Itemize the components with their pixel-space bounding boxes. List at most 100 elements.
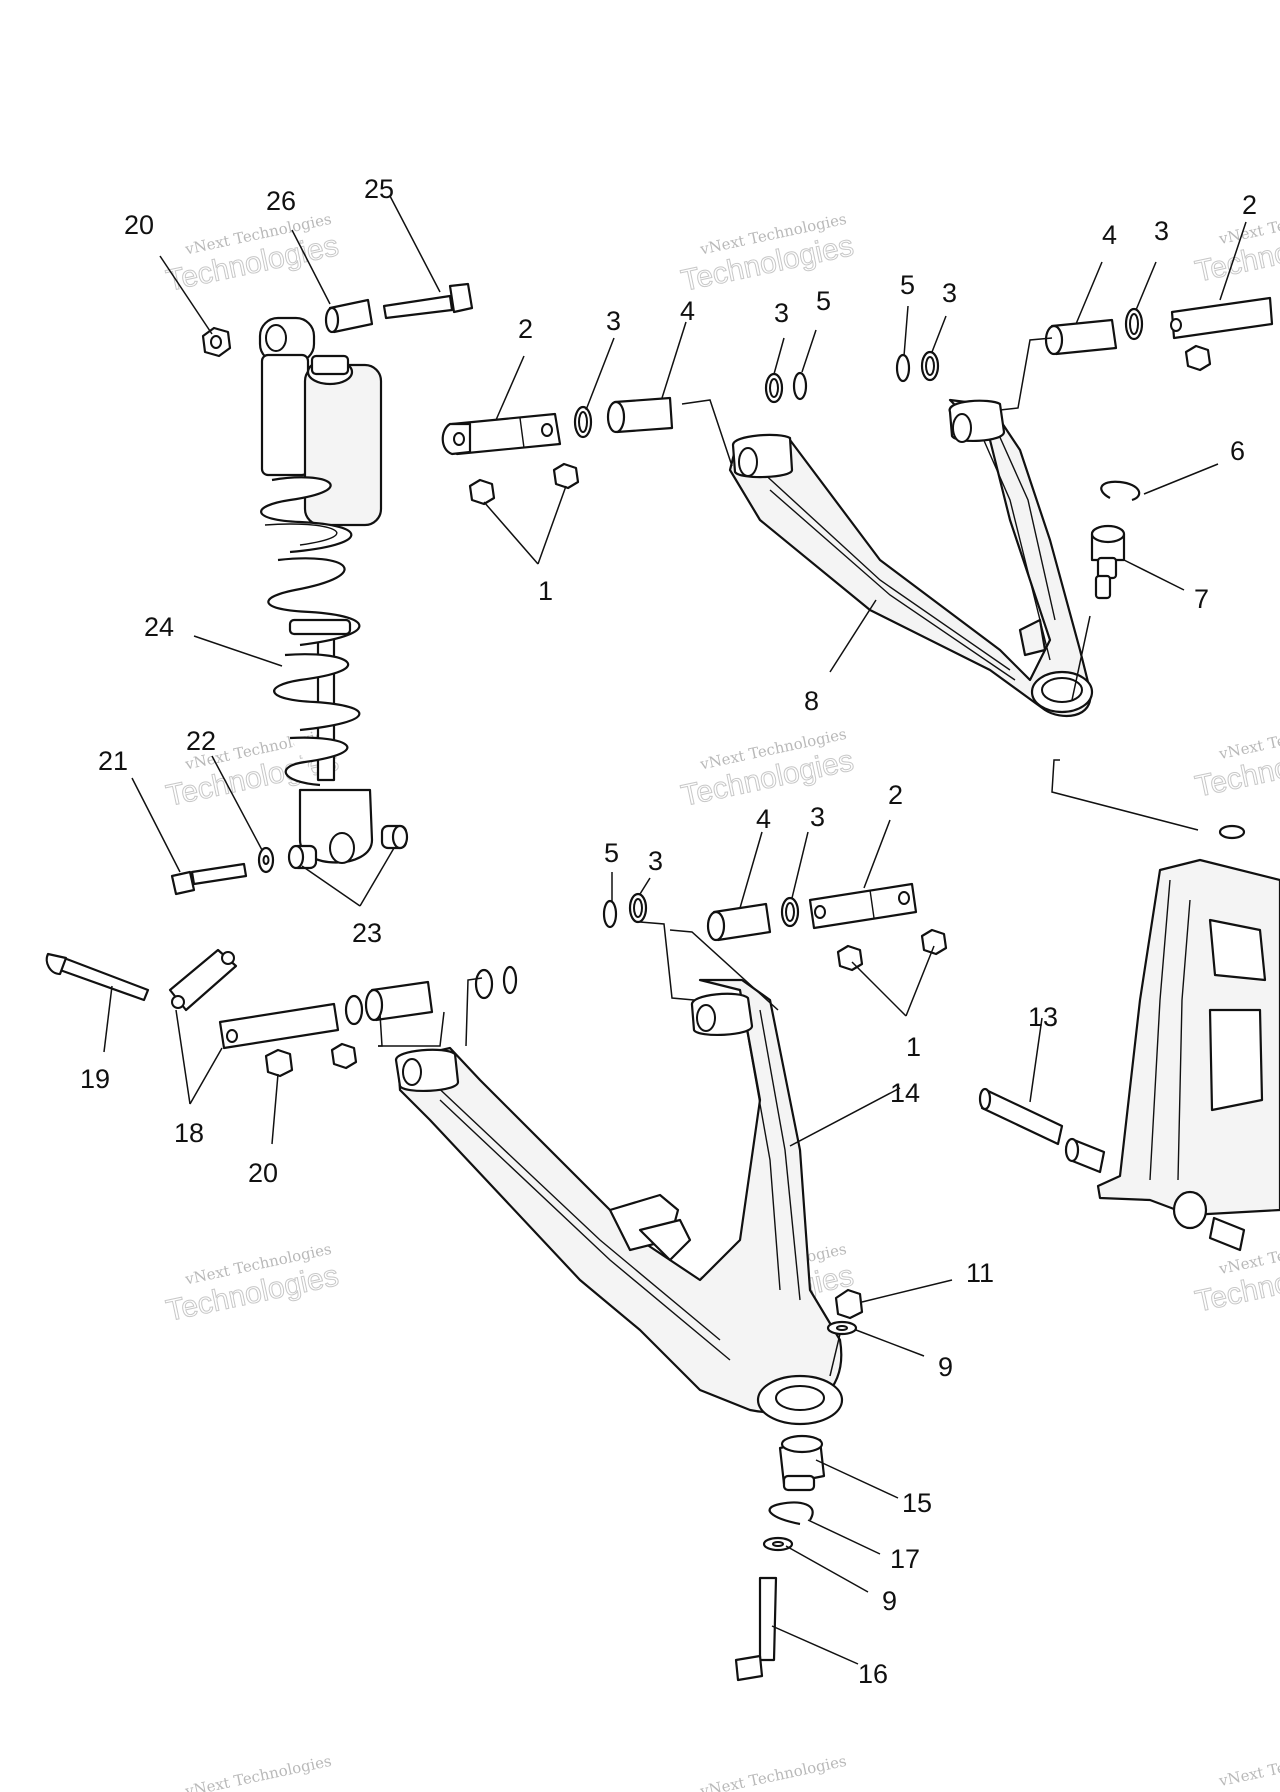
watermark-11: vNext Technologies	[698, 1752, 848, 1792]
bushing-23-a	[287, 844, 318, 870]
nut-1-lower-a	[836, 944, 864, 972]
callout-20-lower: 20	[248, 1158, 278, 1188]
callout-17: 17	[890, 1544, 920, 1574]
callout-19: 19	[80, 1064, 110, 1094]
callout-4-upper-left: 4	[680, 296, 695, 326]
svg-text:vNext Technologies: vNext Technologies	[183, 1752, 333, 1792]
pivot-bolt-2-upper-left	[441, 412, 562, 456]
callout-14: 14	[890, 1078, 920, 1108]
bolt-19	[45, 952, 150, 1002]
callout-5-upper-mid-a: 5	[816, 286, 831, 316]
bushing-4-lower-mid	[706, 902, 772, 942]
callout-6: 6	[1230, 436, 1245, 466]
nut-1-lower-b	[920, 928, 948, 956]
nut-20-lower-b	[330, 1042, 358, 1070]
watermark-5: vNext Technologies Technologies	[678, 725, 857, 814]
watermark-12: vNext Technologies	[1217, 1741, 1280, 1790]
washer-22	[257, 846, 275, 874]
callout-22: 22	[186, 726, 216, 756]
nut-1-upper-b	[552, 462, 580, 490]
callout-3-lower-mid-b: 3	[810, 802, 825, 832]
callout-24: 24	[144, 612, 174, 642]
upper-a-arm	[728, 398, 1094, 718]
clip-lower-left	[502, 965, 518, 995]
callout-9-top: 9	[938, 1352, 953, 1382]
callout-2-lower-mid: 2	[888, 780, 903, 810]
spacer-26	[324, 298, 374, 334]
nut-20-top	[201, 326, 232, 358]
callout-26: 26	[266, 186, 296, 216]
nut-20-lower-a	[264, 1048, 294, 1078]
nut-upper-right	[1184, 344, 1212, 372]
ring-3-upper-left	[573, 405, 593, 439]
pivot-18-b	[218, 1002, 340, 1050]
ring-3-upper-mid-a	[764, 372, 784, 404]
svg-text:vNext Technologies: vNext Technologies	[698, 1752, 848, 1792]
callout-1-upper: 1	[538, 576, 553, 606]
callout-9-bottom: 9	[882, 1586, 897, 1616]
pivot-18-a	[168, 948, 238, 1012]
callout-3-upper-left: 3	[606, 306, 621, 336]
bolt-16	[734, 1576, 778, 1682]
svg-text:vNext Technologies: vNext Technologies	[1217, 1741, 1280, 1790]
ball-joint-7	[1090, 524, 1126, 600]
callout-11: 11	[966, 1258, 994, 1288]
bolt-21	[170, 862, 248, 896]
callout-2-upper-right: 2	[1242, 190, 1257, 220]
callout-8: 8	[804, 686, 819, 716]
ring-3-lower-mid	[628, 892, 648, 924]
spindle-knuckle	[1096, 824, 1280, 1230]
washer-9-bottom	[762, 1536, 794, 1552]
bushing-lower-left	[364, 980, 434, 1022]
bushing-23-b	[380, 824, 409, 850]
callout-15: 15	[902, 1488, 932, 1518]
watermark-10: vNext Technologies	[183, 1752, 333, 1792]
callout-3-upper-right: 3	[1154, 216, 1169, 246]
callout-3-upper-mid-b: 3	[942, 278, 957, 308]
bushing-4-upper-right	[1044, 318, 1118, 356]
ring-3-lower-mid-b	[780, 896, 800, 928]
callout-5-upper-mid-b: 5	[900, 270, 915, 300]
watermark-7: vNext Technologies Technologies	[163, 1240, 342, 1329]
clip-5-lower-mid	[602, 899, 618, 929]
watermark-3: vNext Technologies Technologies	[1192, 199, 1280, 289]
nut-11	[834, 1288, 864, 1320]
callout-25: 25	[364, 174, 394, 204]
clip-5-upper-mid-b	[895, 353, 911, 383]
bolt-25	[382, 282, 474, 320]
circlip-17	[768, 1501, 814, 1526]
pivot-bolt-2-lower-mid	[808, 882, 918, 930]
ring-3-upper-right	[1124, 307, 1144, 341]
callout-3-lower-mid-a: 3	[648, 846, 663, 876]
callout-4-lower-mid: 4	[756, 804, 771, 834]
callout-3-upper-mid-a: 3	[774, 298, 789, 328]
callout-7: 7	[1194, 584, 1209, 614]
bushing-knuckle-a	[1064, 1137, 1106, 1174]
circlip-6	[1100, 480, 1141, 502]
leader-lines	[103, 195, 1247, 1665]
shaft-13	[978, 1087, 1064, 1146]
callout-1-lower: 1	[906, 1032, 921, 1062]
ring-3-upper-mid-b	[920, 350, 940, 382]
bushing-4-upper-left	[606, 396, 674, 434]
pivot-bolt-2-upper-right	[1170, 296, 1274, 340]
ring-lower-left-a	[344, 994, 364, 1026]
callout-4-upper-right: 4	[1102, 220, 1117, 250]
bushing-knuckle-b	[1208, 1216, 1246, 1252]
clip-5-upper-mid-a	[792, 371, 808, 401]
callout-21: 21	[98, 746, 128, 776]
callout-18: 18	[174, 1118, 204, 1148]
shock-absorber	[258, 316, 383, 864]
lower-a-arm	[394, 978, 844, 1426]
watermark-6: vNext Technologies Technologies	[1192, 714, 1280, 804]
watermark-2: vNext Technologies Technologies	[678, 210, 857, 299]
callout-2-upper-left: 2	[518, 314, 533, 344]
watermark-1: vNext Technologies Technologies	[163, 210, 342, 299]
ring-lower-left-b	[474, 968, 494, 1000]
washer-9-top	[826, 1320, 858, 1336]
nut-1-upper-a	[468, 478, 496, 506]
callout-numbers: 20 26 25 2 3 4 3 5 5 3 4 3 2 6 7 1 8 24 …	[80, 174, 1257, 1689]
bushing-15	[778, 1434, 826, 1492]
callout-23: 23	[352, 918, 382, 948]
